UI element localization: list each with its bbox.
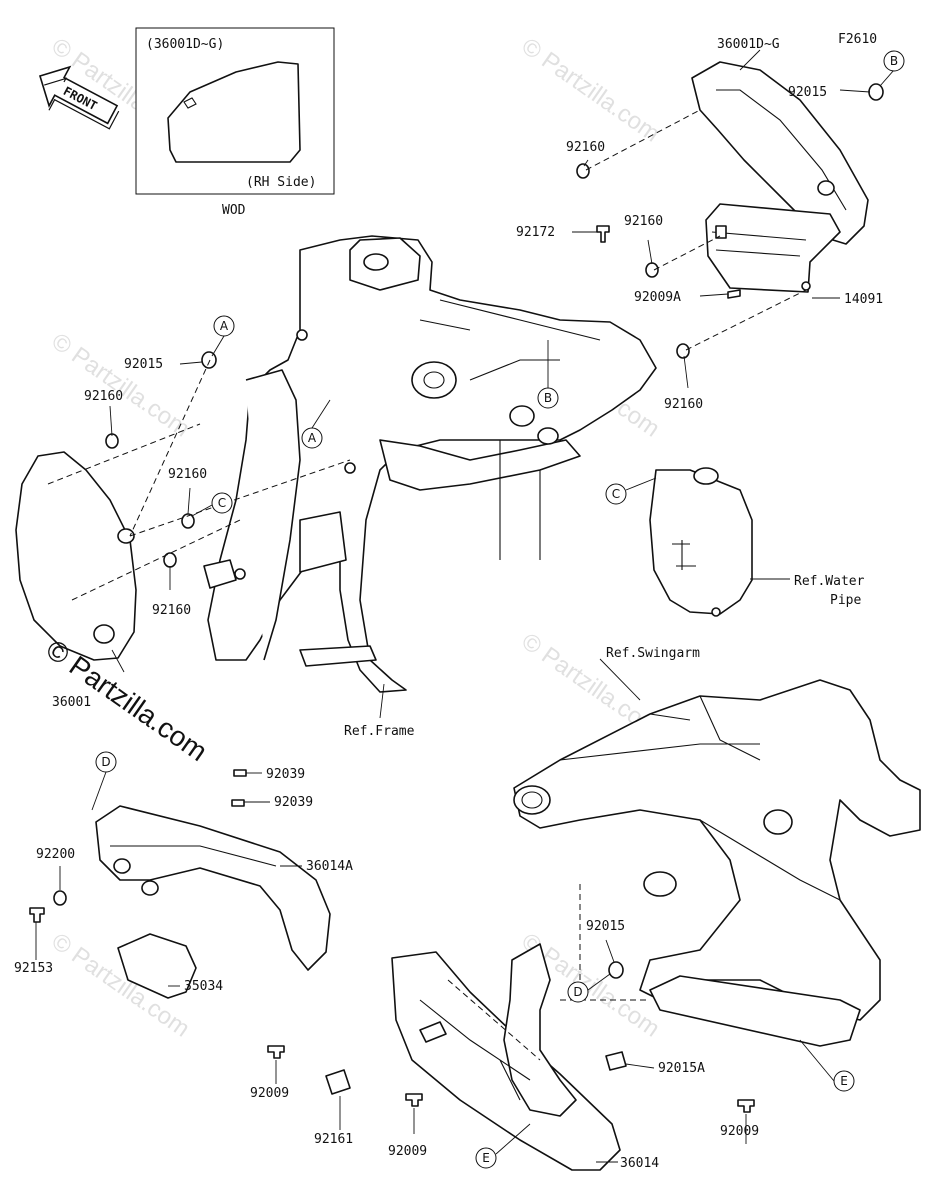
callout-d-right-text: D [573, 985, 582, 999]
assembly-lines [47, 109, 807, 1061]
part-label-92039-a: 92039 [266, 767, 305, 782]
part-label-92160-left: 92160 [84, 389, 123, 404]
callout-circles: B A A B C C D D E E [91, 50, 905, 1169]
clip-92039-b [231, 799, 245, 807]
part-label-92153: 92153 [14, 961, 53, 976]
figure-code: F2610 [838, 32, 877, 47]
callout-c-left-text: C [218, 496, 226, 510]
bolt-92009-right [737, 1099, 755, 1113]
part-label-92009-right: 92009 [720, 1124, 759, 1139]
bolt-92009-left [267, 1045, 285, 1059]
part-labels: 36001D~G 92015 92160 92172 92160 92009A … [14, 37, 883, 1171]
part-label-92160-mid: 92160 [624, 214, 663, 229]
callout-a-left-text: A [220, 319, 229, 333]
collar-92015-top [868, 83, 884, 101]
bracket-14091 [705, 203, 841, 293]
collar-92015-bottom [608, 961, 624, 979]
screw-92009A [727, 289, 741, 299]
callout-b-frame-text: B [544, 391, 552, 405]
chain-guard-36014 [267, 943, 755, 1171]
part-label-36014: 36014 [620, 1156, 659, 1171]
grommet-92160-right [676, 343, 690, 359]
plate-92161 [325, 1069, 351, 1095]
part-label-92039-b: 92039 [274, 795, 313, 810]
part-label-92200: 92200 [36, 847, 75, 862]
leader-lines [35, 49, 895, 1163]
bolt-92172 [596, 225, 610, 243]
callout-d-left-text: D [101, 755, 110, 769]
part-label-92009A: 92009A [634, 290, 681, 305]
side-cover-rh-inset [167, 61, 301, 163]
part-label-92015-left: 92015 [124, 357, 163, 372]
part-label-92009-left: 92009 [250, 1086, 289, 1101]
part-label-92160-top: 92160 [566, 140, 605, 155]
inset-side-note: (RH Side) [246, 175, 316, 190]
callout-e-right-text: E [840, 1074, 848, 1088]
chain-guard-36014A [29, 769, 331, 999]
frame [203, 235, 657, 693]
plate-92015A [605, 1051, 627, 1071]
side-cover-left [15, 351, 217, 661]
part-label-92160-c: 92160 [168, 467, 207, 482]
bracket-35034 [117, 933, 197, 999]
callout-d-right [567, 981, 589, 1003]
inset-caption: WOD [222, 203, 246, 218]
part-label-92172: 92172 [516, 225, 555, 240]
part-label-36014A: 36014A [306, 859, 353, 874]
water-pipe-cover [649, 467, 753, 617]
part-label-92009-mid: 92009 [388, 1144, 427, 1159]
bolt-92153 [29, 907, 45, 923]
callout-a-frame-text: A [308, 431, 317, 445]
grommet-92160-top [576, 163, 590, 179]
part-label-92015-top: 92015 [788, 85, 827, 100]
part-label-35034: 35034 [184, 979, 223, 994]
part-label-36001DG: 36001D~G [717, 37, 780, 52]
part-label-14091: 14091 [844, 292, 883, 307]
part-label-92161: 92161 [314, 1132, 353, 1147]
part-label-ref-swingarm: Ref.Swingarm [606, 646, 700, 661]
bolt-92009-mid [405, 1093, 423, 1107]
part-label-92015A: 92015A [658, 1061, 705, 1076]
side-cover-right [576, 61, 884, 359]
callout-e-left-text: E [482, 1151, 490, 1165]
part-label-ref-frame: Ref.Frame [344, 724, 415, 739]
washer-92200 [53, 890, 67, 906]
callout-b-top-text: B [890, 54, 898, 68]
watermark-text: © Partzilla.com [47, 328, 195, 443]
inset-part-range: (36001D~G) [146, 37, 224, 52]
swingarm [513, 679, 921, 1047]
callout-b-top [883, 50, 905, 72]
grommet-92160-left [105, 433, 119, 449]
part-label-ref-water-1: Ref.Water [794, 574, 865, 589]
part-label-92015-bottom: 92015 [586, 919, 625, 934]
grommet-92160-mid [645, 262, 659, 278]
watermark-text: © Partzilla.com [517, 33, 665, 148]
part-label-ref-water-2: Pipe [830, 593, 861, 608]
callout-c-left [211, 492, 233, 514]
callout-e-left [475, 1147, 497, 1169]
clip-92039-a [233, 769, 247, 777]
inset-box: (36001D~G) (RH Side) WOD [135, 27, 335, 218]
callout-c-right [605, 483, 627, 505]
collar-92015-left [201, 351, 217, 369]
callout-c-right-text: C [612, 487, 620, 501]
part-label-92160-right: 92160 [664, 397, 703, 412]
part-label-92160-low: 92160 [152, 603, 191, 618]
part-label-36001: 36001 [52, 695, 91, 710]
